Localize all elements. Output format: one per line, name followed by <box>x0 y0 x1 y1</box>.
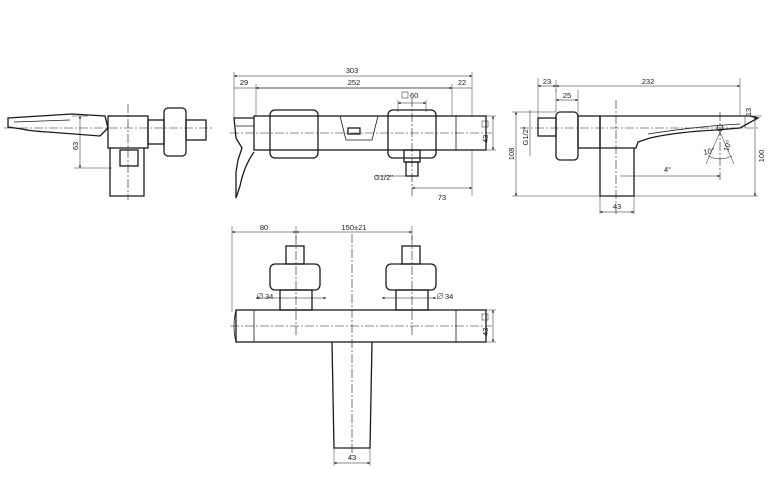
dim-43-top: 43 <box>481 135 490 143</box>
plan-knob-left <box>269 263 321 291</box>
left-knob <box>185 119 207 141</box>
left-side-view: 63 <box>4 104 212 200</box>
dim-34-right: 34 <box>445 292 453 301</box>
dim-13: 13 <box>744 108 753 116</box>
front-view: 303 29 252 22 60 43 G1/2" 73 <box>230 66 496 202</box>
left-nut <box>119 149 139 167</box>
dim-34-left: 34 <box>265 292 273 301</box>
dim-25: 25 <box>563 91 571 100</box>
dim-60: 60 <box>410 91 418 100</box>
diameter-symbol-right <box>437 293 443 299</box>
right-body <box>577 115 601 149</box>
dim-4-angle: 4° <box>664 165 671 174</box>
square-symbol-60 <box>401 91 409 99</box>
dim-108: 108 <box>507 148 516 161</box>
dim-10-right: 10° <box>721 139 733 153</box>
square-symbol-43-plan <box>481 313 489 321</box>
dim-303: 303 <box>346 66 359 75</box>
right-handle <box>555 111 579 161</box>
dim-63: 63 <box>71 142 80 150</box>
dim-73: 73 <box>438 193 446 202</box>
plan-knob-right <box>385 263 437 291</box>
plan-knob-right-top <box>401 245 421 265</box>
right-connector <box>537 117 557 137</box>
left-spout <box>7 113 109 137</box>
dim-22: 22 <box>458 78 466 87</box>
front-spout <box>233 117 255 199</box>
dim-43-bottom: 43 <box>348 453 356 462</box>
plan-knob-left-top <box>285 245 305 265</box>
left-connector <box>147 119 165 145</box>
right-spout <box>599 115 760 149</box>
square-symbol-43 <box>481 120 489 128</box>
dim-252: 252 <box>348 78 361 87</box>
left-handle <box>163 107 187 157</box>
dim-29: 29 <box>240 78 248 87</box>
left-lower-body <box>109 148 145 197</box>
diameter-symbol-left <box>257 293 263 299</box>
dim-g12-side: G1/2" <box>521 126 530 145</box>
dim-43-plan: 43 <box>481 328 490 336</box>
dim-150: 150±21 <box>342 223 367 232</box>
front-knob-left <box>269 109 319 159</box>
plan-view: 80 150±21 34 34 43 43 <box>230 223 496 466</box>
right-lower-body <box>599 148 635 197</box>
dim-10-left: 10° <box>703 146 716 157</box>
dim-g12-front: G1/2" <box>374 173 393 182</box>
dim-100: 100 <box>757 150 766 163</box>
front-center-handle <box>339 115 379 141</box>
dim-80: 80 <box>260 223 268 232</box>
dim-232: 232 <box>642 77 655 86</box>
dim-23: 23 <box>543 77 551 86</box>
dim-43-side: 43 <box>613 202 621 211</box>
right-side-view: 10° 10° 4° 23 232 25 108 G1/2" 100 13 43 <box>507 77 766 214</box>
